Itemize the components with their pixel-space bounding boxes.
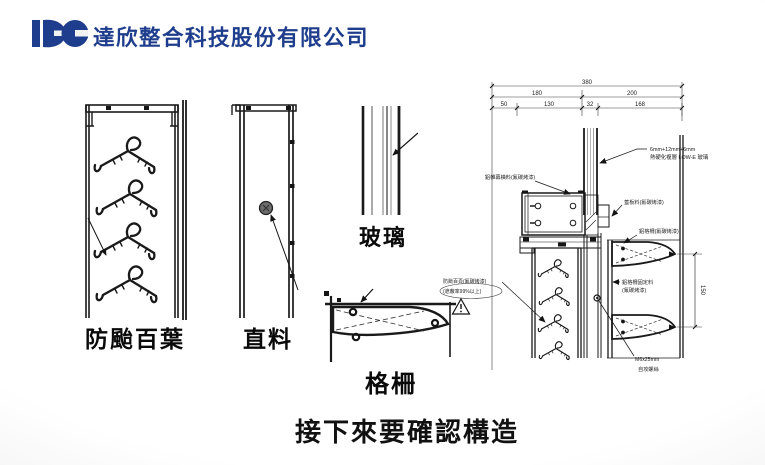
dimension-lines bbox=[489, 82, 685, 370]
ann-louver-line1: 防颱百頁(氟碳烤漆) bbox=[443, 278, 487, 285]
louver-left-rail bbox=[85, 105, 90, 318]
dim-150: 150 bbox=[699, 285, 705, 296]
ann-grille-fix-line1: 鋁格柵固定料 bbox=[622, 278, 653, 286]
grille-spacing-dimension: 150 bbox=[677, 251, 705, 330]
louver-section-drawing bbox=[85, 100, 187, 320]
mullion-fastener-marks bbox=[290, 140, 295, 278]
dim-32: 32 bbox=[587, 102, 594, 108]
ann-screw-line2: 自攻螺絲 bbox=[638, 365, 659, 373]
mullion-top-cap bbox=[235, 104, 297, 112]
mullion-leader-arrow bbox=[270, 214, 299, 291]
louver-right-rail bbox=[174, 105, 179, 318]
detail-louver-channel bbox=[531, 247, 582, 361]
detail-right-wall bbox=[679, 135, 684, 358]
detail-airfoil-top bbox=[611, 241, 676, 267]
dim-180: 180 bbox=[532, 91, 543, 97]
grille-leader-arrow bbox=[360, 288, 374, 303]
louver-top-bar bbox=[85, 104, 179, 113]
detail-glass bbox=[583, 128, 598, 215]
mullion-left-rail bbox=[239, 105, 245, 318]
louver-label: 防颱百葉 bbox=[85, 326, 185, 352]
detail-section-drawing: 380 180 200 50 130 32 168 6mm+12mm+6mm 熱… bbox=[439, 80, 709, 373]
dim-200: 200 bbox=[627, 91, 638, 97]
company-name: 達欣整合科技股份有限公司 bbox=[93, 26, 370, 50]
company-logo-icon bbox=[32, 19, 88, 48]
dim-130: 130 bbox=[544, 102, 555, 108]
glass-label: 玻璃 bbox=[358, 225, 407, 250]
grille-drawing bbox=[324, 288, 456, 362]
dim-total: 380 bbox=[582, 80, 593, 86]
detail-transom-box bbox=[521, 192, 610, 236]
grille-label: 格柵 bbox=[365, 371, 417, 398]
mullion-right-rail bbox=[288, 105, 294, 318]
ann-glass-line1: 6mm+12mm+6mm bbox=[650, 147, 696, 153]
screw-head-mark bbox=[593, 294, 601, 302]
ann-cover-plate: 蓋板料(氟碳烤漆) bbox=[624, 198, 664, 206]
ann-curtain-rail: 鋁帷幕橫料(氟碳烤漆) bbox=[485, 173, 535, 181]
mullion-drawing bbox=[231, 104, 299, 318]
louver-wall-line bbox=[182, 100, 187, 320]
ann-grille: 鋁格柵(氟碳烤漆) bbox=[639, 227, 679, 235]
warning-triangle-icon bbox=[451, 297, 471, 315]
glass-leader-arrow bbox=[392, 132, 418, 156]
ann-louver-line2: (遮蔽率99%以上) bbox=[443, 288, 482, 295]
mullion-label: 直料 bbox=[243, 326, 293, 352]
dim-168: 168 bbox=[635, 102, 646, 108]
detail-mullion-webs bbox=[583, 135, 684, 359]
louver-leader-arrow bbox=[87, 217, 107, 256]
ann-grille-fix-line2: (氟碳烤漆) bbox=[622, 286, 646, 294]
glass-drawing bbox=[361, 106, 418, 215]
slide-caption: 接下來要確認構造 bbox=[294, 417, 519, 447]
dim-50: 50 bbox=[501, 102, 508, 108]
dimension-values: 380 180 200 50 130 32 168 bbox=[501, 80, 646, 108]
detail-airfoil-bottom bbox=[611, 314, 676, 340]
ann-screw-line1: M6x25mm bbox=[635, 357, 659, 363]
louver-blades bbox=[93, 136, 158, 304]
